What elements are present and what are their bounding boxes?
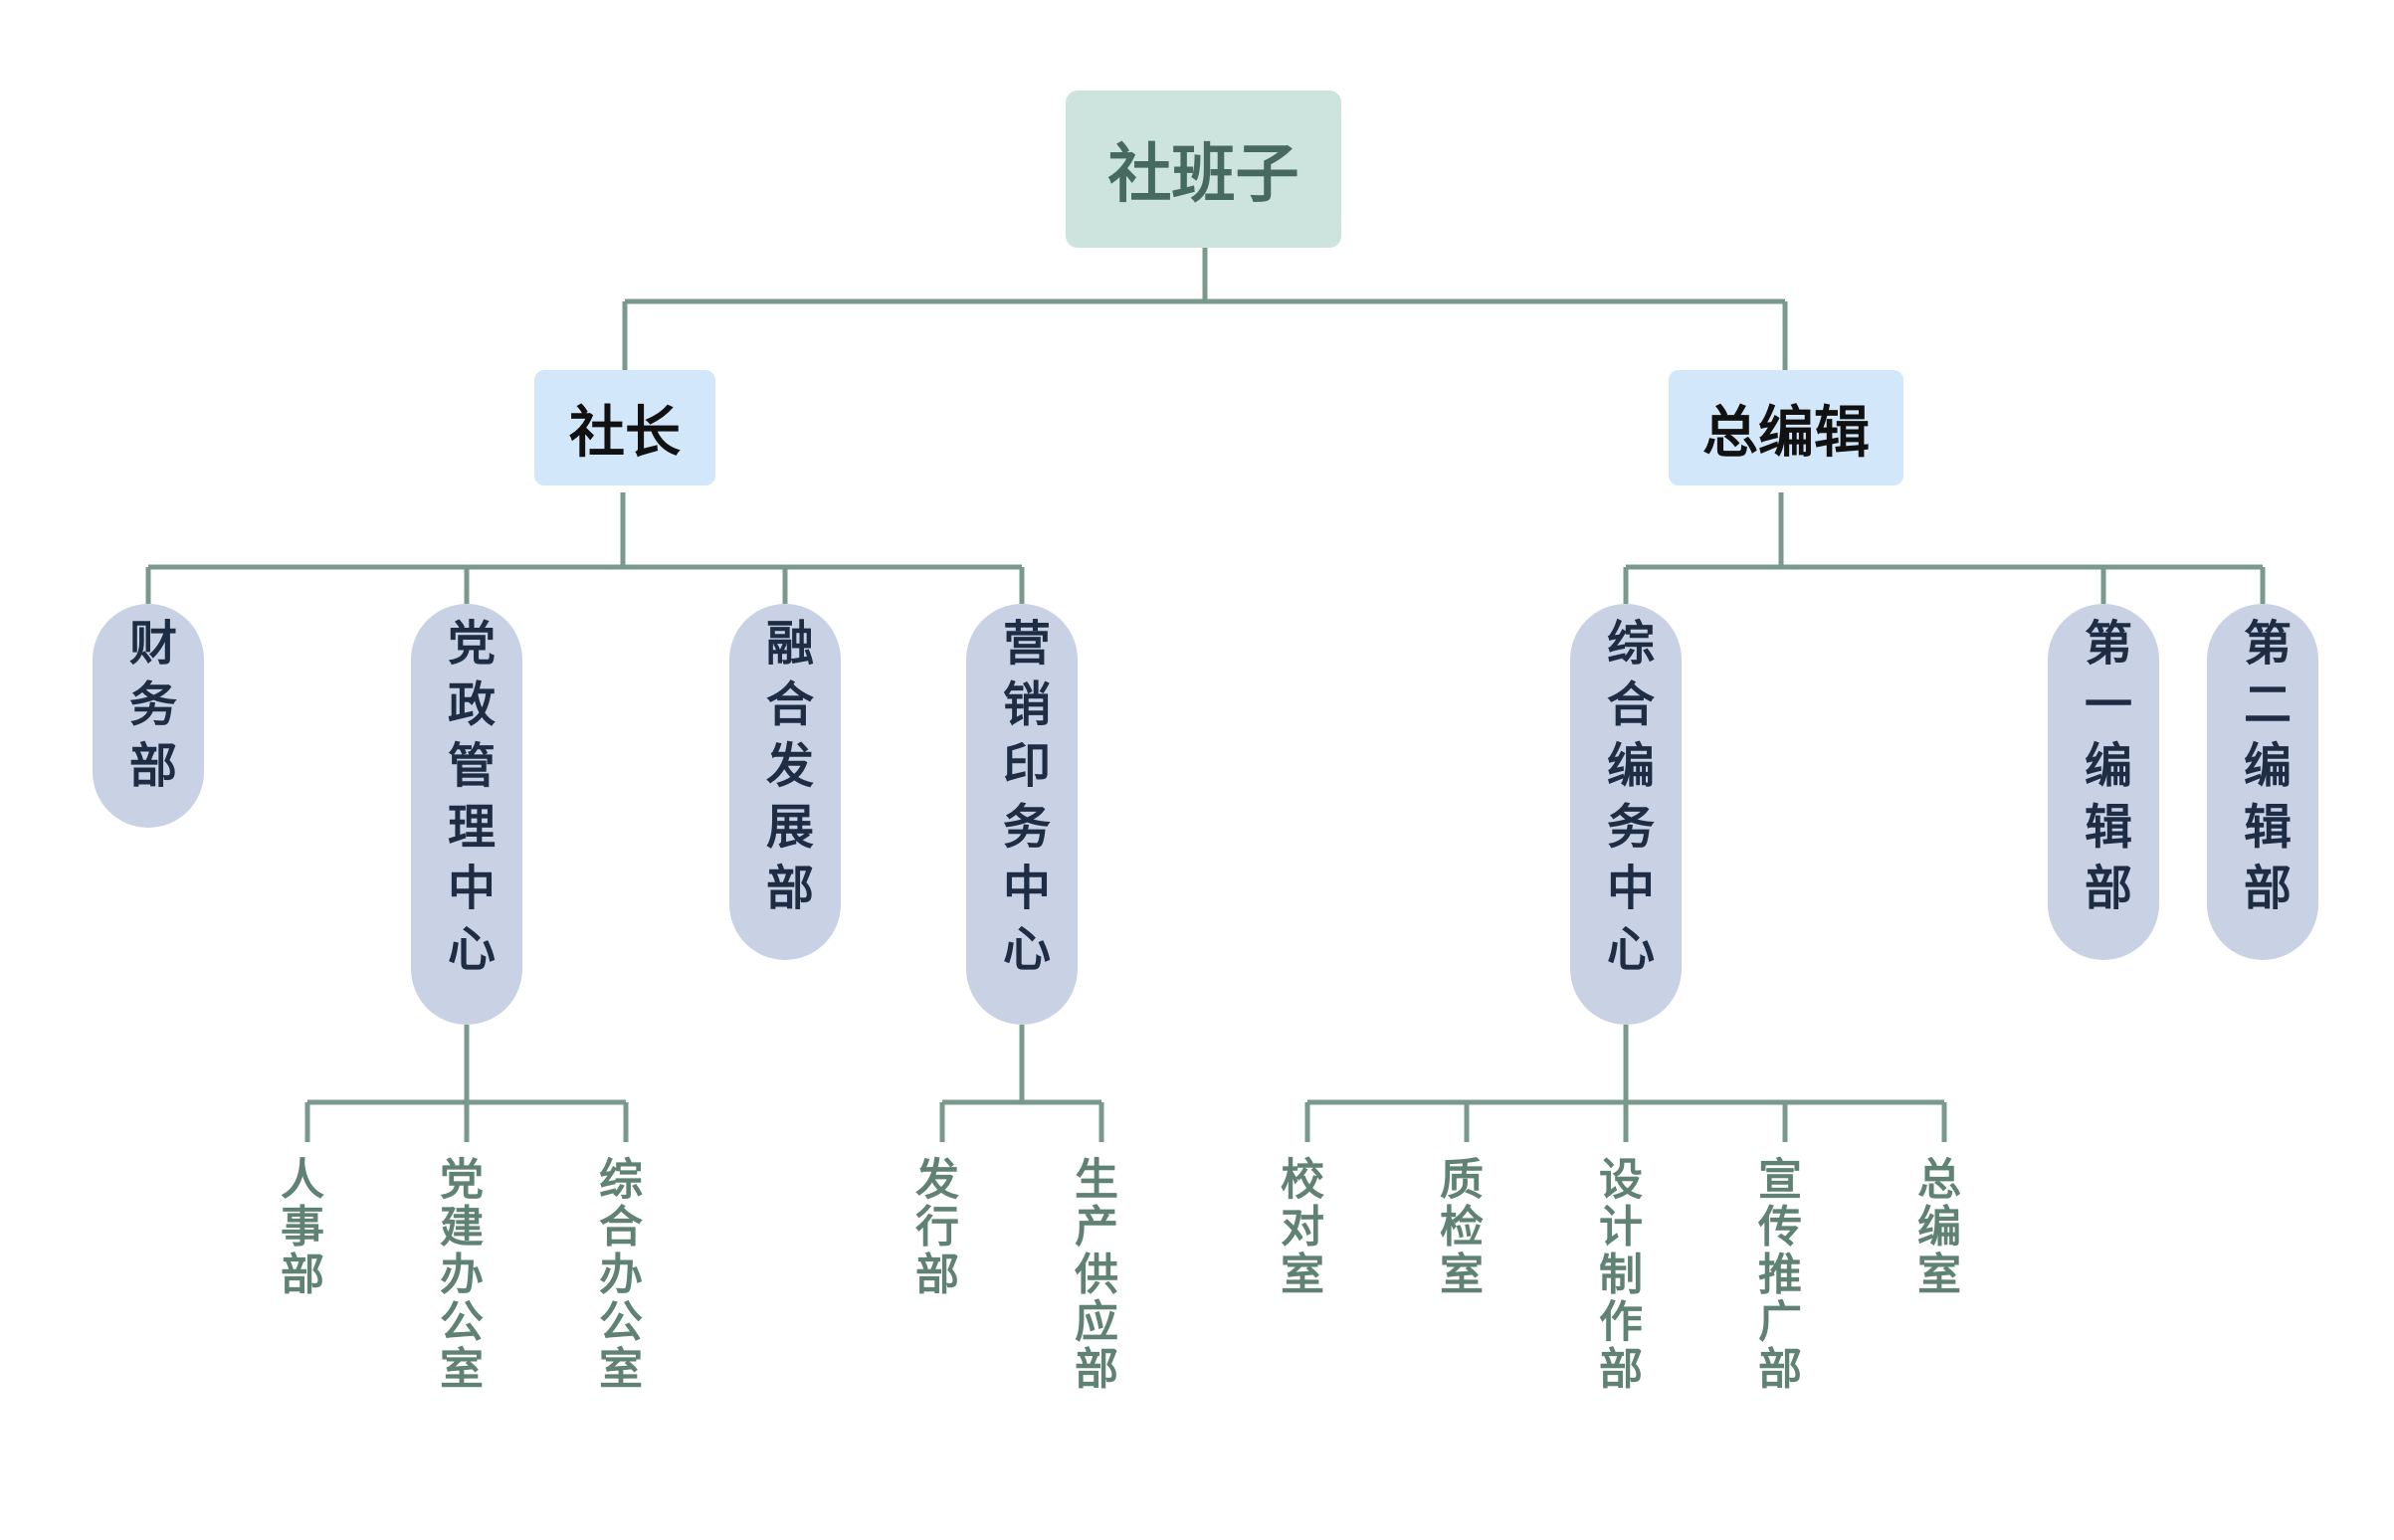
dept-finance: 财务部 xyxy=(93,604,204,828)
president-label: 社长 xyxy=(569,400,681,466)
office-quality-inspection-label: 质检室 xyxy=(1432,1156,1483,1298)
connector-chief-editor xyxy=(1623,492,2266,604)
dept-party-admin-center: 党政管理中心 xyxy=(411,604,522,1025)
connector-party-center xyxy=(304,1025,629,1142)
office-quality-inspection: 质检室 xyxy=(1427,1156,1487,1298)
root-label: 社班子 xyxy=(1107,138,1299,212)
office-party-building-label: 党建办公室 xyxy=(432,1156,483,1393)
dept-editorial-center-label: 综合编务中心 xyxy=(1598,618,1654,985)
office-general: 综合办公室 xyxy=(586,1156,646,1393)
dept-second-editorial: 第二编辑部 xyxy=(2207,604,2318,960)
office-proofreading: 校对室 xyxy=(1268,1156,1327,1298)
connector-root xyxy=(622,248,1788,370)
office-party-building: 党建办公室 xyxy=(427,1156,487,1393)
office-hr: 人事部 xyxy=(268,1156,327,1298)
dept-finance-label: 财务部 xyxy=(120,618,176,802)
dept-first-editorial: 第一编辑部 xyxy=(2048,604,2159,960)
dept-media-development-label: 融合发展部 xyxy=(757,618,813,924)
dept-party-admin-center-label: 党政管理中心 xyxy=(439,618,495,985)
office-chief-editorial: 总编室 xyxy=(1904,1156,1964,1298)
dept-first-editorial-label: 第一编辑部 xyxy=(2076,618,2131,924)
office-distribution-label: 发行部 xyxy=(907,1156,958,1298)
chief-editor-label: 总编辑 xyxy=(1702,400,1870,466)
office-design-production-label: 设计制作部 xyxy=(1591,1156,1642,1393)
office-design-production: 设计制作部 xyxy=(1586,1156,1646,1393)
office-promotion: 宣传推广部 xyxy=(1745,1156,1805,1393)
office-hr-label: 人事部 xyxy=(273,1156,323,1298)
office-production-supply-label: 生产供应部 xyxy=(1067,1156,1117,1393)
dept-media-development: 融合发展部 xyxy=(729,604,841,960)
dept-second-editorial-label: 第二编辑部 xyxy=(2235,618,2291,924)
office-general-label: 综合办公室 xyxy=(591,1156,642,1393)
president-node: 社长 xyxy=(534,370,715,485)
dept-marketing-print-center: 营销印务中心 xyxy=(966,604,1078,1025)
dept-marketing-print-center-label: 营销印务中心 xyxy=(994,618,1050,985)
connector-president xyxy=(145,492,1025,604)
office-promotion-label: 宣传推广部 xyxy=(1750,1156,1801,1393)
connector-editorial-center xyxy=(1304,1025,1947,1142)
office-production-supply: 生产供应部 xyxy=(1062,1156,1121,1393)
office-proofreading-label: 校对室 xyxy=(1273,1156,1323,1298)
dept-editorial-center: 综合编务中心 xyxy=(1570,604,1682,1025)
chief-editor-node: 总编辑 xyxy=(1669,370,1903,485)
office-chief-editorial-label: 总编室 xyxy=(1909,1156,1960,1298)
office-distribution: 发行部 xyxy=(902,1156,962,1298)
connector-marketing-center xyxy=(939,1025,1104,1142)
root-node: 社班子 xyxy=(1066,91,1341,248)
